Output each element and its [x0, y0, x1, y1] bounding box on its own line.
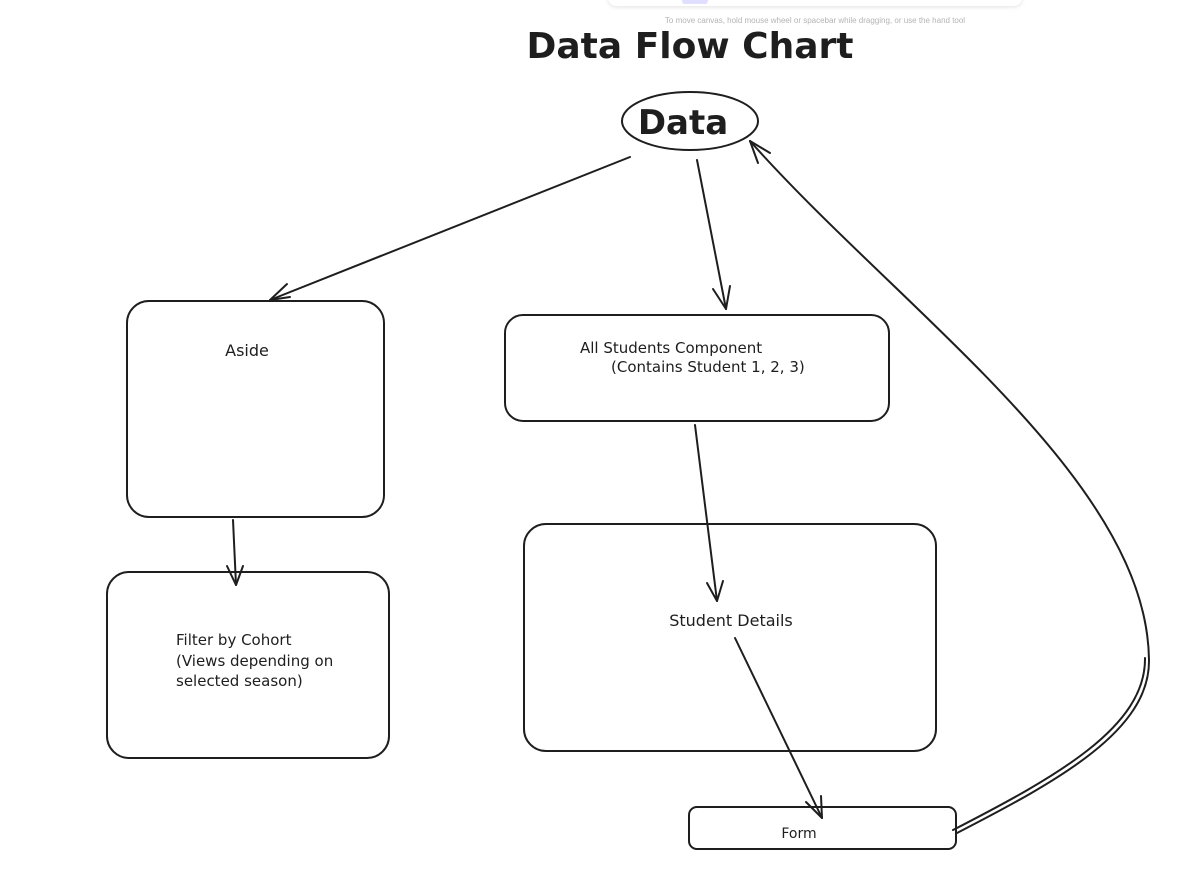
arrow-student-details-to-form[interactable]	[734, 637, 823, 819]
arrow-all-students-to-student-details[interactable]	[694, 424, 724, 602]
node-all-students-line-2: (Contains Student 1, 2, 3)	[611, 358, 805, 376]
canvas-hint: To move canvas, hold mouse wheel or spac…	[664, 16, 966, 25]
top-toolbar	[608, 0, 1022, 6]
node-all-students-line-1: All Students Component	[580, 339, 762, 357]
arrow-form-to-data[interactable]	[749, 140, 1151, 834]
node-aside-label: Aside	[225, 341, 269, 360]
node-filter-line-2: (Views depending on	[176, 652, 333, 670]
node-student-details[interactable]: Student Details	[523, 523, 937, 752]
node-all-students[interactable]: All Students Component (Contains Student…	[504, 314, 890, 422]
arrow-data-to-all-students[interactable]	[696, 159, 731, 310]
active-tool-indicator[interactable]	[682, 0, 708, 4]
node-aside[interactable]: Aside	[126, 300, 385, 518]
arrow-aside-to-filter[interactable]	[226, 519, 244, 586]
node-filter-line-3: selected season)	[176, 672, 303, 690]
node-form-label: Form	[781, 826, 816, 842]
diagram-title: Data Flow Chart	[527, 26, 854, 67]
node-filter-line-1: Filter by Cohort	[176, 631, 292, 649]
node-data-label: Data	[638, 103, 728, 143]
node-student-details-label: Student Details	[669, 611, 793, 630]
node-filter-by-cohort[interactable]: Filter by Cohort (Views depending on sel…	[106, 571, 390, 759]
node-data[interactable]: Data	[621, 91, 759, 151]
arrow-data-to-aside[interactable]	[269, 156, 631, 301]
